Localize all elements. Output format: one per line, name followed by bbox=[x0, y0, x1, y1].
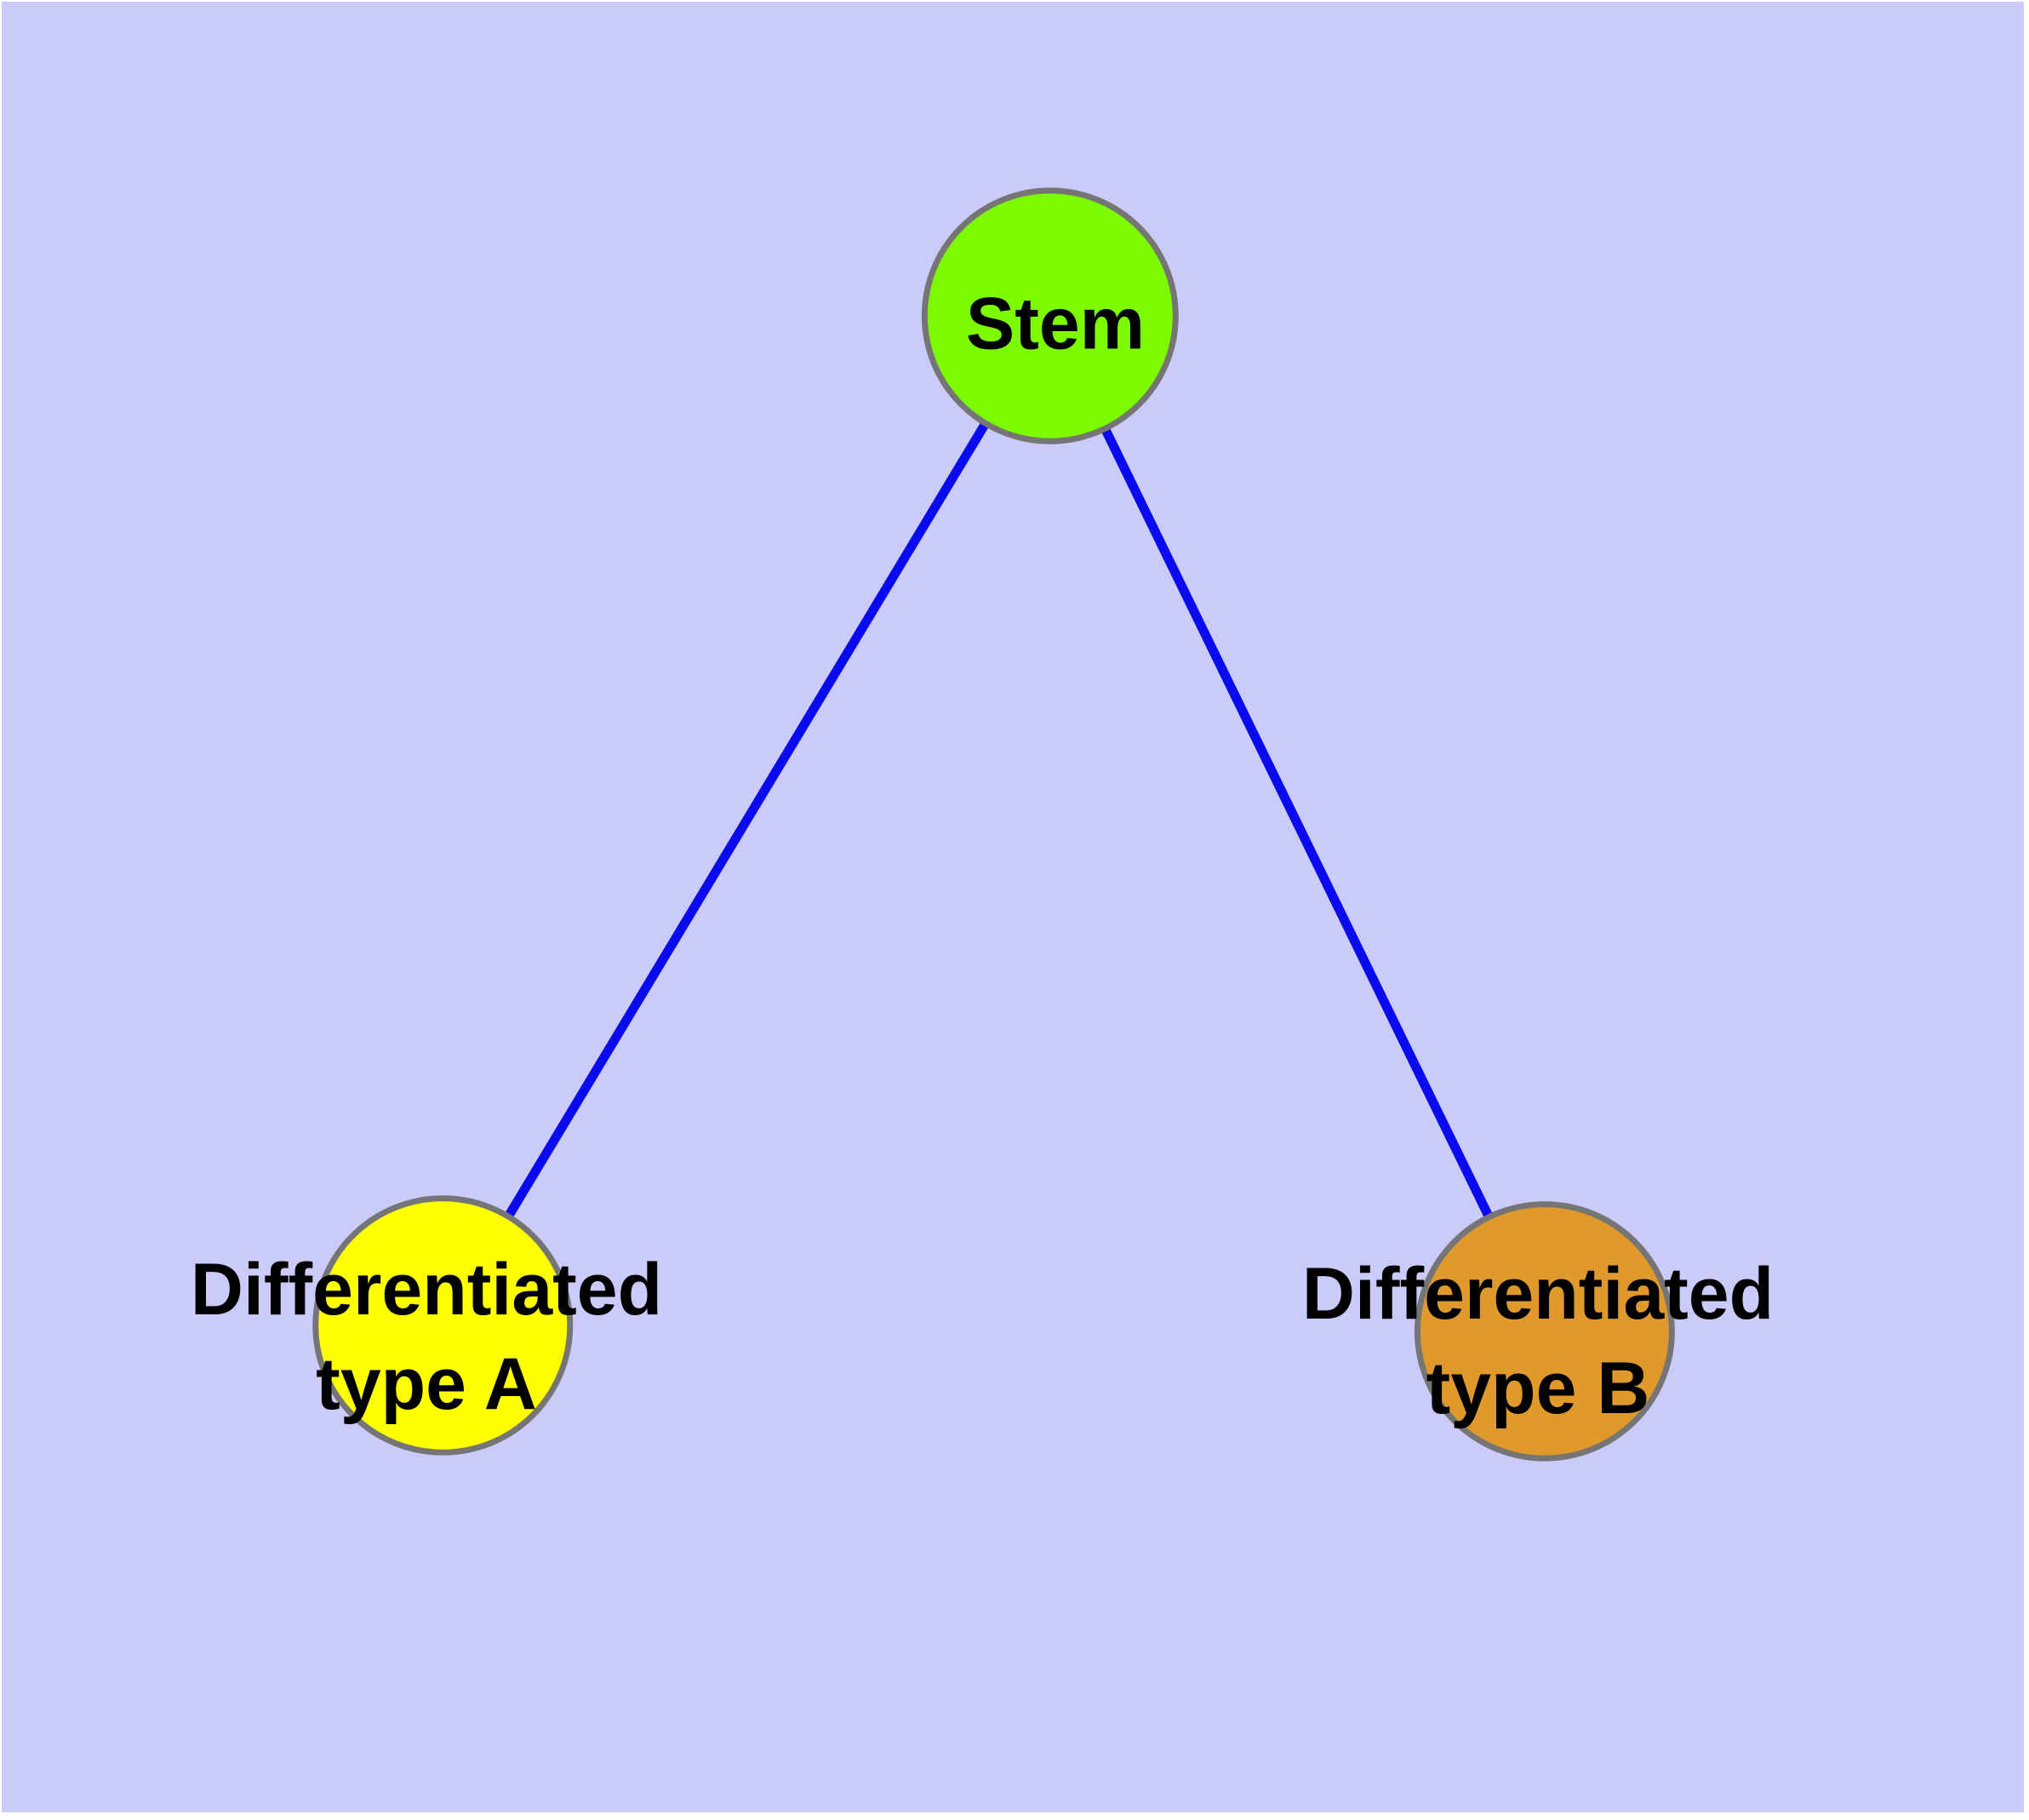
node-label-differentiated-type-b: Differentiated type B bbox=[1301, 1253, 1775, 1429]
node-label-differentiated-type-a: Differentiated type A bbox=[190, 1249, 663, 1425]
edge-stem-to-type-b bbox=[1045, 313, 1549, 1334]
edge-stem-to-type-a bbox=[438, 313, 1055, 1328]
node-label-stem: Stem bbox=[965, 283, 1146, 365]
node-differentiated-type-a bbox=[312, 1195, 574, 1456]
node-differentiated-type-b bbox=[1414, 1201, 1675, 1462]
node-stem bbox=[921, 187, 1179, 444]
